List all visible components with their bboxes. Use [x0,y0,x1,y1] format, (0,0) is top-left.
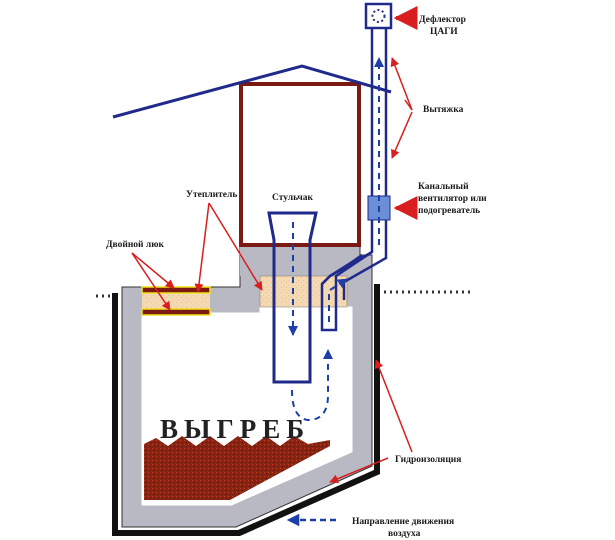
floor-slab [240,245,352,276]
roof [112,64,392,119]
toilet-seat-funnel [267,211,318,384]
legend-label-line2: воздуха [388,529,421,539]
waste-fill [144,436,330,500]
callout-arrows [131,6,418,484]
vent-pipe [320,28,388,332]
exhaust-label: Вытяжка [423,105,464,115]
insulation-label: Утеплитель [186,190,237,200]
airflow-path [288,57,384,422]
seat-label: Стульчак [272,193,314,203]
deflector-label-line1: Дефлектор [419,14,466,25]
waterproofing-label: Гидроизоляция [395,455,461,465]
legend-label-line1: Направление движения [352,517,454,527]
deflector-icon [364,2,393,30]
legend: Направление движения воздуха [286,513,454,539]
pit-label: ВЫГРЕБ [160,414,310,444]
double-hatch-label: Двойной люк [106,239,164,250]
double-hatch [141,286,211,316]
toilet-cabin [239,82,361,247]
fan-label-line2: вентилятор или [418,194,487,204]
fan-label-line1: Канальный [418,181,469,192]
deflector-label-line2: ЦАГИ [430,27,458,37]
fan-label-line3: подогреватель [418,206,480,216]
